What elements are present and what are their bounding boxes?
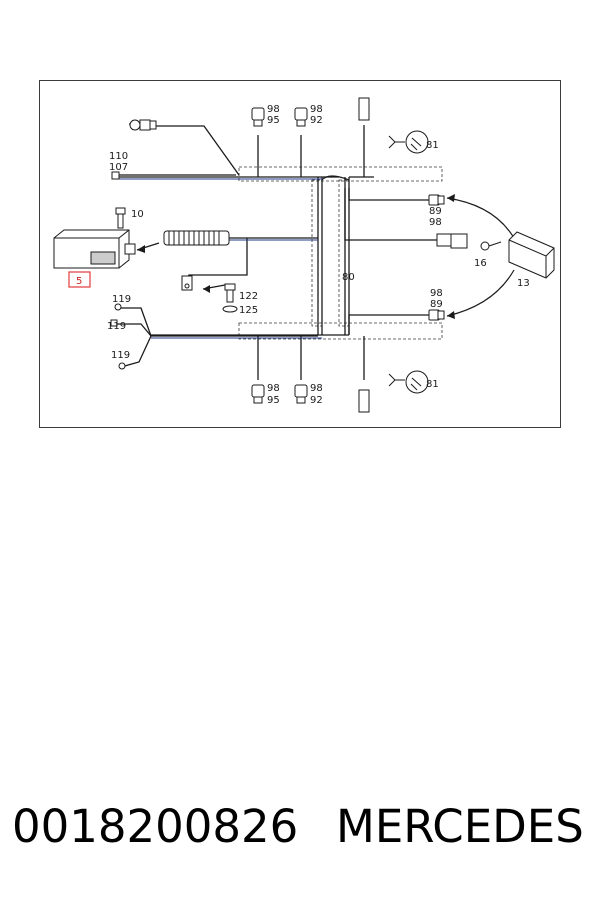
screw-10 [115, 207, 126, 229]
label-80: 80 [342, 272, 355, 283]
bolt-122 [224, 283, 236, 303]
label-89-mid-right: 89 [430, 299, 443, 310]
label-98-top-left: 98 [267, 104, 280, 115]
arrow-lines [136, 197, 515, 317]
label-119-a: 119 [112, 294, 131, 305]
sensor-81-bottom [358, 370, 429, 413]
label-95-top-left: 95 [267, 115, 280, 126]
label-98-bot-mid: 98 [310, 383, 323, 394]
brand-name: MERCEDES [336, 800, 584, 853]
washer-125 [222, 305, 238, 313]
label-81-bottom: 81 [426, 379, 439, 390]
label-119-c: 119 [111, 350, 130, 361]
label-98-upper: 98 [429, 217, 442, 228]
sensor-81-top [358, 97, 429, 154]
ground-lug [181, 275, 193, 291]
top-left-plug [129, 119, 157, 131]
control-unit-5 [53, 229, 136, 269]
label-98-mid-right: 98 [430, 288, 443, 299]
label-89-upper: 89 [429, 206, 442, 217]
arrow-heads [137, 194, 455, 319]
module-13 [508, 231, 555, 279]
part-number: 0018200826 [12, 800, 299, 853]
label-98-bot-left: 98 [267, 383, 280, 394]
label-13: 13 [517, 278, 530, 289]
label-107: 107 [109, 162, 128, 173]
label-119-b: 119 [107, 321, 126, 332]
label-92-bot-mid: 92 [310, 395, 323, 406]
harness-wires [114, 123, 439, 380]
label-92-top-mid: 92 [310, 115, 323, 126]
screw-16 [480, 241, 502, 251]
label-10: 10 [131, 209, 144, 220]
label-98-top-mid: 98 [310, 104, 323, 115]
harness-accent-wires [117, 178, 322, 339]
connector-plugs [110, 107, 468, 404]
label-125: 125 [239, 305, 258, 316]
harness-route-outlines [238, 166, 443, 340]
label-5: 5 [76, 276, 82, 287]
highlight-box-5 [68, 271, 91, 288]
wiring-harness-diagram: 98 95 98 92 81 110 107 10 5 89 98 80 16 … [53, 97, 555, 413]
label-16: 16 [474, 258, 487, 269]
label-110: 110 [109, 151, 128, 162]
label-81-top: 81 [426, 140, 439, 151]
label-95-bot-left: 95 [267, 395, 280, 406]
harness-sleeve [163, 230, 230, 246]
label-122: 122 [239, 291, 258, 302]
